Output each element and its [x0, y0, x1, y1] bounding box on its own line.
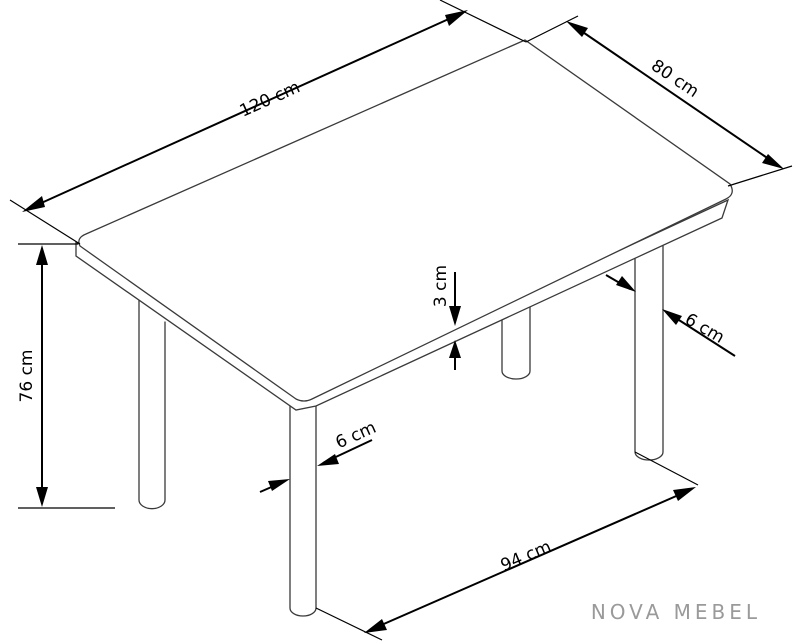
dimension-height: 76 cm	[17, 243, 115, 509]
leg-back-middle	[501, 301, 531, 380]
brand-logo: NOVA MEBEL	[590, 600, 761, 624]
table-top	[75, 39, 733, 411]
thickness-label: 3 cm	[431, 265, 451, 307]
leg-back-left	[138, 299, 166, 510]
leg-front-right	[634, 237, 664, 461]
dimension-leg-right: 6 cm	[605, 274, 736, 357]
dimension-thickness: 3 cm	[431, 265, 461, 370]
length-label: 120 cm	[237, 77, 303, 121]
leg-spacing-label: 94 cm	[498, 537, 555, 576]
table-top-surface	[78, 39, 733, 402]
leg-right-label: 6 cm	[681, 309, 727, 347]
dimension-leg-front: 6 cm	[259, 418, 379, 493]
height-label: 76 cm	[17, 350, 37, 403]
leg-front-left	[289, 403, 317, 617]
